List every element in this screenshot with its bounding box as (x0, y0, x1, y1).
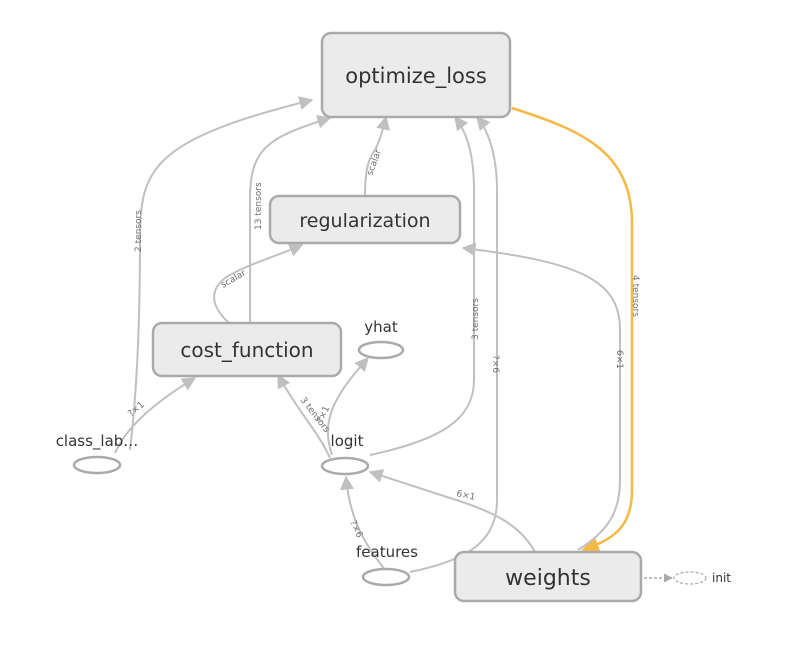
edge-cost-function-to-regularization (213, 243, 304, 323)
edges (114, 96, 673, 583)
init-ellipse (673, 571, 707, 585)
edge-weights-to-logit (368, 469, 536, 553)
node-features[interactable]: features (356, 543, 418, 587)
node-logit-label: logit (331, 432, 364, 450)
node-logit[interactable]: logit (320, 432, 370, 476)
node-regularization[interactable]: regularization (268, 194, 462, 245)
node-regularization-label: regularization (299, 210, 430, 232)
edge-label-weights-to-logit: 6×1 (455, 489, 476, 503)
node-init[interactable]: init (673, 571, 731, 585)
edge-cost-function-to-optimize-loss (248, 115, 332, 323)
edge-features-to-optimize-loss (409, 115, 498, 573)
edge-weights-to-regularization (461, 242, 621, 551)
node-init-label: init (712, 571, 731, 585)
node-cost-function-label: cost_function (180, 338, 313, 362)
edge-label-weights-to-opt: 4 tensors (630, 275, 640, 317)
edge-logit-to-yhat (327, 356, 369, 456)
node-weights-label: weights (505, 566, 591, 591)
edge-label-features-to-logit: ?×6 (347, 519, 364, 540)
edge-features-to-logit (340, 475, 386, 571)
edge-logit-to-optimize-loss (369, 115, 475, 456)
edge-weights-to-optimize-loss (511, 106, 634, 553)
node-yhat[interactable]: yhat (357, 318, 405, 360)
edge-class-labels-to-cost-function (114, 377, 197, 454)
edge-logit-to-cost-function (277, 373, 331, 459)
node-class-labels[interactable]: class_lab… (56, 432, 139, 475)
node-weights[interactable]: weights (453, 550, 643, 603)
node-optimize-loss[interactable]: optimize_loss (320, 31, 512, 119)
edge-label-weights-to-reg: 6×1 (614, 350, 624, 369)
edge-label-class-to-opt: 2 tensors (134, 210, 144, 252)
node-features-label: features (356, 543, 418, 561)
edge-label-cost-to-reg: scalar (220, 268, 249, 290)
edge-class-labels-to-optimize-loss (129, 96, 314, 451)
edge-label-logit-to-opt: 3 tensors (471, 298, 481, 340)
node-class-labels-label: class_lab… (56, 432, 139, 451)
node-optimize-loss-label: optimize_loss (345, 64, 487, 89)
edge-label-features-to-opt: ?×6 (490, 355, 500, 373)
edge-label-cost-to-opt: 13 tensors (254, 182, 264, 230)
node-yhat-label: yhat (364, 318, 398, 336)
edge-regularization-to-optimize-loss (364, 115, 390, 197)
node-cost-function[interactable]: cost_function (151, 321, 343, 378)
